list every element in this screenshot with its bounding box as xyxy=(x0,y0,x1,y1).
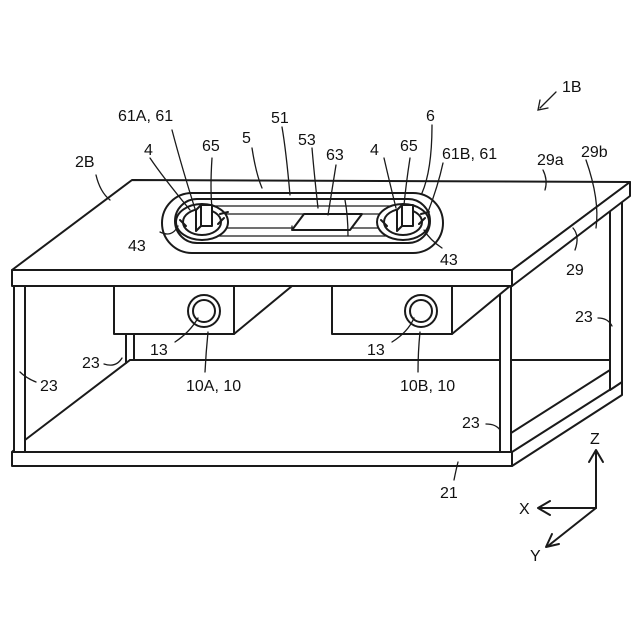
axis-label-x: X xyxy=(519,501,530,518)
ref-label-4-left: 4 xyxy=(144,142,153,159)
axis-triad xyxy=(538,450,603,547)
ref-label-51: 51 xyxy=(271,110,289,127)
left-gear xyxy=(176,204,228,240)
ref-label-29b: 29b xyxy=(581,144,608,161)
front-left-pillar xyxy=(14,286,25,452)
ref-label-2b: 2B xyxy=(75,154,95,171)
ref-1b-arrow xyxy=(538,92,556,110)
ref-label-29: 29 xyxy=(566,262,584,279)
ref-label-10a: 10A, 10 xyxy=(186,378,241,395)
ref-label-61a: 61A, 61 xyxy=(118,108,173,125)
ref-label-43-right: 43 xyxy=(440,252,458,269)
leader-lines xyxy=(20,125,612,480)
ref-label-23-right-upper: 23 xyxy=(575,309,593,326)
conveyor-assembly xyxy=(162,193,443,253)
ref-label-23-left-outer: 23 xyxy=(40,378,58,395)
ref-label-21: 21 xyxy=(440,485,458,502)
ref-label-65-right: 65 xyxy=(400,138,418,155)
ref-label-5: 5 xyxy=(242,130,251,147)
stage-10a xyxy=(114,286,292,334)
ref-label-6: 6 xyxy=(426,108,435,125)
axis-label-y: Y xyxy=(530,548,541,565)
ref-label-1b: 1B xyxy=(562,79,582,96)
axis-label-z: Z xyxy=(590,431,600,448)
ref-label-23-right-lower: 23 xyxy=(462,415,480,432)
ref-label-43-left: 43 xyxy=(128,238,146,255)
ref-label-29a: 29a xyxy=(537,152,564,169)
ref-label-53: 53 xyxy=(298,132,316,149)
ref-label-13-left: 13 xyxy=(150,342,168,359)
ref-label-65-left: 65 xyxy=(202,138,220,155)
rear-left-pillar xyxy=(126,334,134,363)
ref-label-13-right: 13 xyxy=(367,342,385,359)
front-right-pillar xyxy=(500,286,511,452)
rear-right-pillar xyxy=(610,197,622,390)
ref-label-10b: 10B, 10 xyxy=(400,378,455,395)
right-gear xyxy=(377,204,429,240)
ref-label-4-right: 4 xyxy=(370,142,379,159)
ref-label-23-left-inner: 23 xyxy=(82,355,100,372)
ref-label-63: 63 xyxy=(326,147,344,164)
ref-label-61b: 61B, 61 xyxy=(442,146,497,163)
stage-10b xyxy=(332,286,510,334)
base-plate xyxy=(12,360,622,466)
